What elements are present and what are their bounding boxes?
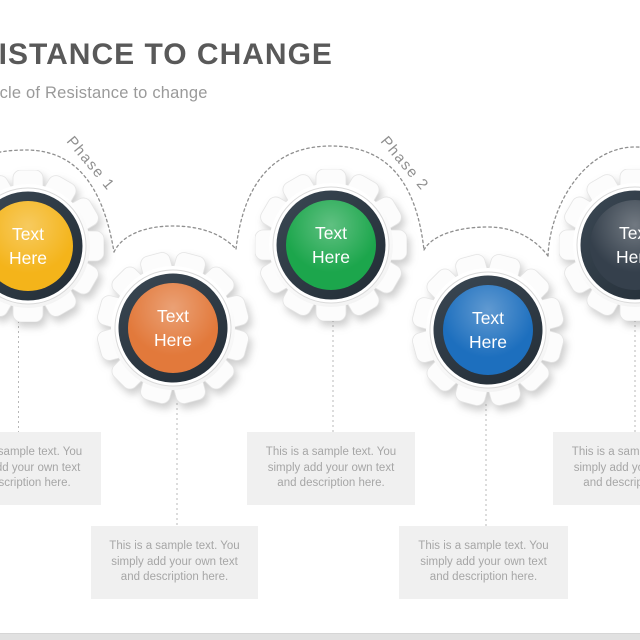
gear-1-label: Text Here — [9, 224, 47, 268]
description-box-5: This is a sample text. You simply add yo… — [553, 432, 640, 505]
description-box-1: This is a sample text. You simply add yo… — [0, 432, 101, 505]
description-box-2: This is a sample text. You simply add yo… — [91, 526, 258, 599]
gear-icon-2 — [97, 252, 249, 404]
gear-5-label: Text Here — [616, 223, 640, 267]
gear-icon-3 — [255, 169, 407, 321]
slide-subtitle: Cycle of Resistance to change — [0, 84, 208, 102]
description-box-3: This is a sample text. You simply add yo… — [247, 432, 415, 505]
description-box-4: This is a sample text. You simply add yo… — [399, 526, 568, 599]
bottom-bar — [0, 633, 640, 640]
gear-4-label: Text Here — [469, 308, 507, 352]
gear-icon-4 — [412, 254, 564, 406]
gear-icon-1 — [0, 170, 104, 322]
connector-lines — [18, 316, 636, 526]
gear-3-label: Text Here — [312, 223, 350, 267]
phase-arcs — [0, 145, 640, 257]
slide-title: RESISTANCE TO CHANGE — [0, 38, 333, 71]
gear-2-label: Text Here — [154, 306, 192, 350]
gear-icon-5 — [559, 169, 640, 321]
